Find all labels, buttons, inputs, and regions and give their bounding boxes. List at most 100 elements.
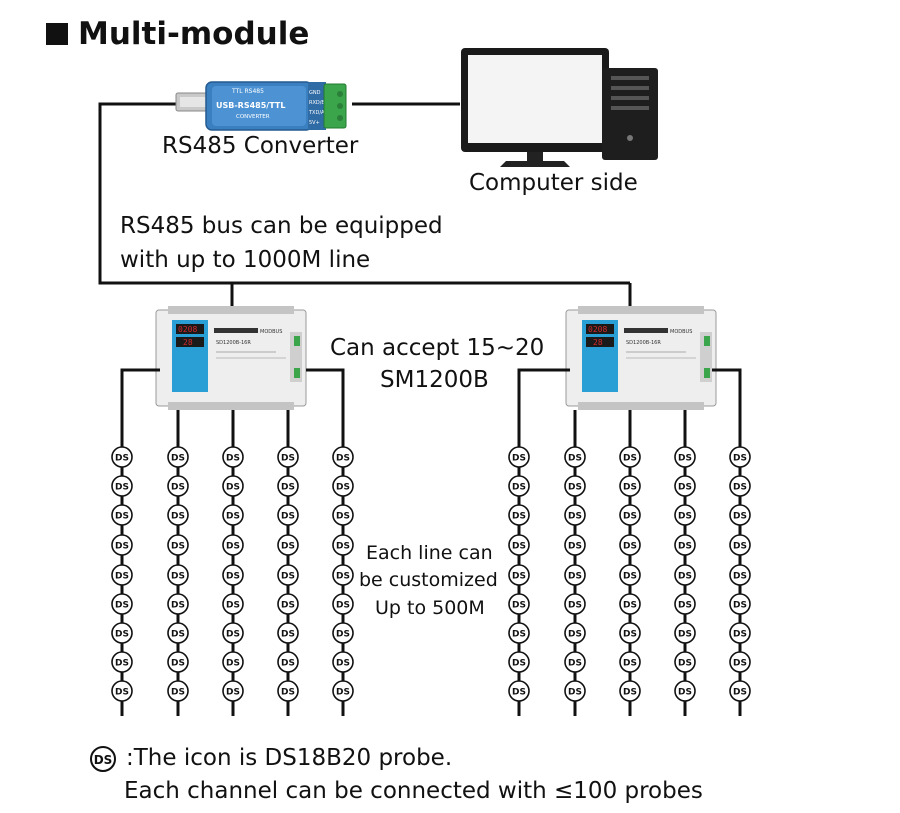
ds-probe-icon: DS [167, 622, 189, 644]
ds-probe-icon: DS [332, 622, 354, 644]
ds-probe-label: DS [115, 688, 129, 698]
ds-probe-circle [167, 475, 189, 497]
ds-probe-circle [167, 622, 189, 644]
ds-probe-icon: DS [564, 504, 586, 526]
ds-probe-label: DS [226, 688, 240, 698]
ds-probe-label: DS [678, 572, 692, 582]
ds-probe-label: DS [512, 512, 526, 522]
ds-probe-circle [508, 504, 530, 526]
ds-probe-icon: DS [332, 504, 354, 526]
ds-probe-icon: DS [674, 475, 696, 497]
ds-probe-circle [564, 564, 586, 586]
ds-probe-icon: DS [564, 651, 586, 673]
ds-probe-circle [111, 504, 133, 526]
module-1-brand: MODBUS [260, 329, 282, 335]
ds-probe-label: DS [568, 542, 582, 552]
ds-probe-icon: DS [619, 564, 641, 586]
ds-probe-label: DS [678, 542, 692, 552]
ds-probe-circle [222, 593, 244, 615]
monitor-screen [468, 55, 602, 143]
ds-probe-circle [619, 475, 641, 497]
ds-probe-icon: DS [111, 651, 133, 673]
ds-probe-circle [111, 680, 133, 702]
ds-probe-label: DS [512, 542, 526, 552]
ds-probe-circle [564, 680, 586, 702]
ds-probe-label: DS [568, 601, 582, 611]
ds-probe-circle [619, 534, 641, 556]
ds-probe-label: DS [171, 572, 185, 582]
ds-probe-circle [222, 534, 244, 556]
ds-probe-label: DS [171, 601, 185, 611]
ds-probe-circle [167, 593, 189, 615]
ds-probe-icon: DS [332, 593, 354, 615]
ds-probe-label: DS [336, 483, 350, 493]
page-title-text: Multi-module [78, 16, 310, 52]
ds-probe-circle [564, 446, 586, 468]
ds-probe-circle [674, 651, 696, 673]
computer-icon [461, 48, 658, 167]
converter-sub-text: CONVERTER [236, 114, 270, 120]
converter-pin-2: RXD/B- [309, 100, 327, 106]
ds-probe-icon: DS [222, 504, 244, 526]
ds-probe-icon: DS [332, 680, 354, 702]
ds-probe-label: DS [171, 542, 185, 552]
ds-probe-icon: DS [508, 564, 530, 586]
ds-probe-circle [508, 622, 530, 644]
ds-probe-label: DS [281, 454, 295, 464]
ds-probe-icon: DS [111, 504, 133, 526]
ds-probe-label: DS [512, 659, 526, 669]
ds-probe-icon: DS [167, 534, 189, 556]
ds-probe-icon: DS [729, 651, 751, 673]
ds-probe-label: DS [733, 659, 747, 669]
ds-probe-label: DS [336, 630, 350, 640]
ds-probe-icon: DS [619, 593, 641, 615]
ds-probe-icon: DS [729, 475, 751, 497]
ds-probe-circle [277, 504, 299, 526]
ds-probe-icon: DS [674, 651, 696, 673]
ds-probe-icon: DS [277, 534, 299, 556]
converter-label: RS485 Converter [162, 133, 359, 159]
ds-probe-circle [674, 504, 696, 526]
pc-tower [602, 68, 658, 160]
ds-probe-icon: DS [111, 564, 133, 586]
ds-probe-icon: DS [222, 564, 244, 586]
ds-probe-circle [167, 446, 189, 468]
ds-probe-circle [277, 622, 299, 644]
ds-probe-circle [167, 504, 189, 526]
line-note-line-1: Each line can [366, 542, 493, 564]
ds-probe-icon: DS [674, 534, 696, 556]
ds-probe-icon: DS [564, 680, 586, 702]
ds-probe-icon: DS [674, 593, 696, 615]
bus-wiring [98, 102, 632, 308]
ds-probe-icon: DS [674, 680, 696, 702]
ds-probe-label: DS [623, 659, 637, 669]
line-note-line-2: be customized [359, 569, 498, 591]
ds-probe-circle [674, 564, 696, 586]
ds-probe-circle [564, 504, 586, 526]
ds-probe-circle [674, 680, 696, 702]
ds-probe-label: DS [115, 483, 129, 493]
ds-probe-icon: DS [508, 504, 530, 526]
ds-probe-label: DS [623, 454, 637, 464]
ds-probe-circle [508, 446, 530, 468]
title-square-bullet [46, 23, 68, 45]
ds-probe-circle [619, 564, 641, 586]
ds-probe-label: DS [678, 630, 692, 640]
ds-probe-circle [508, 534, 530, 556]
ds-probe-icon: DS [222, 622, 244, 644]
ds-probe-label: DS [115, 630, 129, 640]
ds-probe-label: DS [171, 512, 185, 522]
ds-probe-label: DS [678, 512, 692, 522]
ds-probe-icon: DS [277, 593, 299, 615]
ds-probe-icon: DS [564, 564, 586, 586]
ds-probe-label: DS [623, 572, 637, 582]
ds-probe-icon: DS [508, 622, 530, 644]
ds-probe-circle [111, 622, 133, 644]
ds-probe-circle [277, 651, 299, 673]
ds-probe-circle [111, 651, 133, 673]
ds-probe-circle [729, 622, 751, 644]
ds-probe-label: DS [512, 601, 526, 611]
ds-probe-label: DS [336, 601, 350, 611]
ds-probe-label: DS [226, 659, 240, 669]
ds-probe-circle [222, 680, 244, 702]
